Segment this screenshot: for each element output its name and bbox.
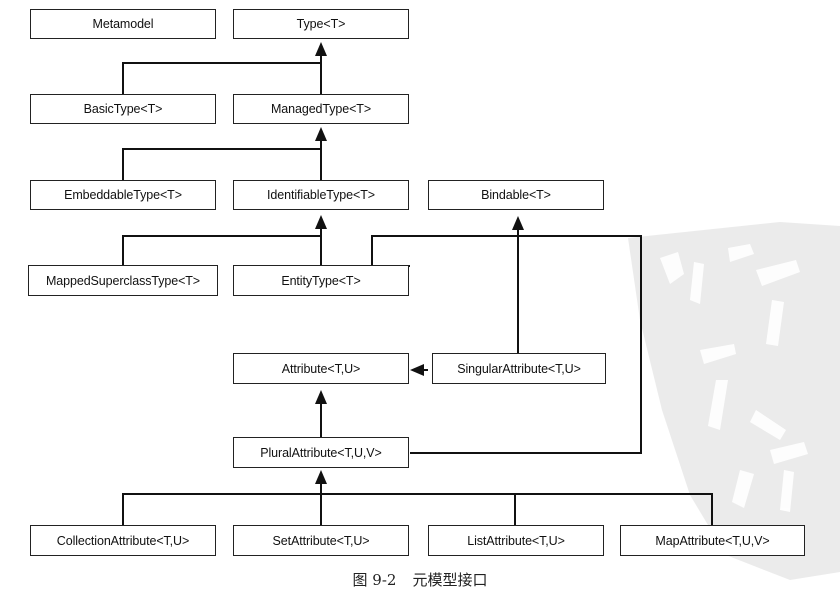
set-attribute-box: SetAttribute<T,U> [233,525,409,556]
entity-type-box: EntityType<T> [233,265,409,296]
type-box: Type<T> [233,9,409,39]
figure-title: 元模型接口 [412,571,488,589]
map-attribute-box: MapAttribute<T,U,V> [620,525,805,556]
plural-attribute-box: PluralAttribute<T,U,V> [233,437,409,468]
managed-type-box: ManagedType<T> [233,94,409,124]
bindable-box: Bindable<T> [428,180,604,210]
figure-caption: 图 9-2 元模型接口 [0,569,840,590]
basic-type-box: BasicType<T> [30,94,216,124]
embeddable-type-box: EmbeddableType<T> [30,180,216,210]
mapped-superclass-type-box: MappedSuperclassType<T> [28,265,218,296]
attribute-box: Attribute<T,U> [233,353,409,384]
list-attribute-box: ListAttribute<T,U> [428,525,604,556]
collection-attribute-box: CollectionAttribute<T,U> [30,525,216,556]
figure-number: 图 9-2 [352,571,397,589]
identifiable-type-box: IdentifiableType<T> [233,180,409,210]
singular-attribute-box: SingularAttribute<T,U> [432,353,606,384]
metamodel-box: Metamodel [30,9,216,39]
